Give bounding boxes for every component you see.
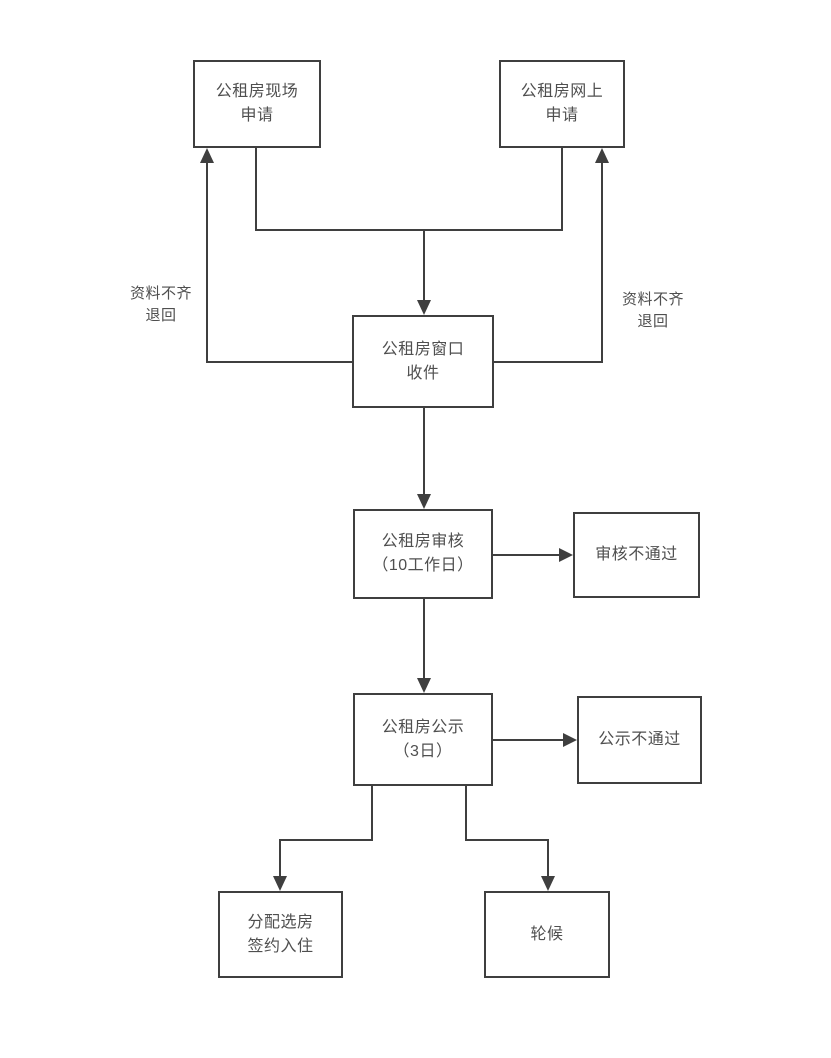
arrowhead-down-icon — [541, 876, 555, 891]
connector-line — [423, 408, 425, 496]
connector-line — [561, 146, 563, 231]
connector-line — [465, 839, 549, 841]
arrowhead-down-icon — [273, 876, 287, 891]
node-online-application: 公租房网上 申请 — [499, 60, 625, 148]
connector-line — [492, 361, 603, 363]
node-label: （3日） — [393, 742, 453, 760]
node-label: 轮候 — [530, 925, 564, 943]
connector-line — [601, 161, 603, 363]
arrowhead-down-icon — [417, 678, 431, 693]
node-label: 审核不通过 — [595, 546, 678, 563]
edge-label-line: 退回 — [145, 307, 177, 324]
edge-label-return-left: 资料不齐 退回 — [121, 283, 201, 327]
edge-label-line: 资料不齐 — [129, 285, 192, 302]
arrowhead-up-icon — [595, 148, 609, 163]
arrowhead-right-icon — [559, 548, 573, 562]
node-review-rejected: 审核不通过 — [573, 512, 700, 598]
connector-line — [206, 361, 354, 363]
connector-line — [547, 839, 549, 878]
connector-line — [255, 229, 563, 231]
edge-label-line: 资料不齐 — [621, 291, 684, 308]
node-window-intake: 公租房窗口 收件 — [352, 315, 494, 408]
connector-line — [279, 839, 281, 878]
arrowhead-up-icon — [200, 148, 214, 163]
connector-line — [465, 784, 467, 841]
arrowhead-down-icon — [417, 494, 431, 509]
connector-line — [279, 839, 373, 841]
node-waitlist: 轮候 — [484, 891, 610, 978]
node-publicity: 公租房公示 （3日） — [353, 693, 493, 786]
connector-line — [255, 146, 257, 231]
node-publicity-rejected: 公示不通过 — [577, 696, 702, 784]
node-label: 公租房现场 — [215, 83, 299, 100]
connector-line — [491, 739, 565, 741]
node-label: 公租房网上 — [520, 83, 604, 100]
node-label: 公租房公示 — [381, 718, 465, 736]
node-review: 公租房审核 （10工作日） — [353, 509, 493, 599]
connector-line — [423, 599, 425, 680]
node-label: 公示不通过 — [598, 731, 681, 748]
connector-line — [206, 161, 208, 363]
node-label: 公租房审核 — [381, 533, 465, 550]
edge-label-return-right: 资料不齐 退回 — [613, 289, 693, 333]
node-label: （10工作日） — [372, 557, 474, 574]
node-label: 签约入住 — [247, 937, 314, 955]
node-label: 收件 — [406, 364, 440, 382]
connector-line — [371, 784, 373, 841]
edge-label-line: 退回 — [637, 313, 669, 330]
arrowhead-right-icon — [563, 733, 577, 747]
node-label: 申请 — [240, 107, 274, 124]
connector-line — [491, 554, 561, 556]
node-label: 公租房窗口 — [381, 340, 465, 358]
node-allocation-movein: 分配选房 签约入住 — [218, 891, 343, 978]
arrowhead-down-icon — [417, 300, 431, 315]
connector-line — [423, 229, 425, 302]
node-label: 申请 — [545, 107, 579, 124]
node-onsite-application: 公租房现场 申请 — [193, 60, 321, 148]
node-label: 分配选房 — [247, 913, 314, 931]
